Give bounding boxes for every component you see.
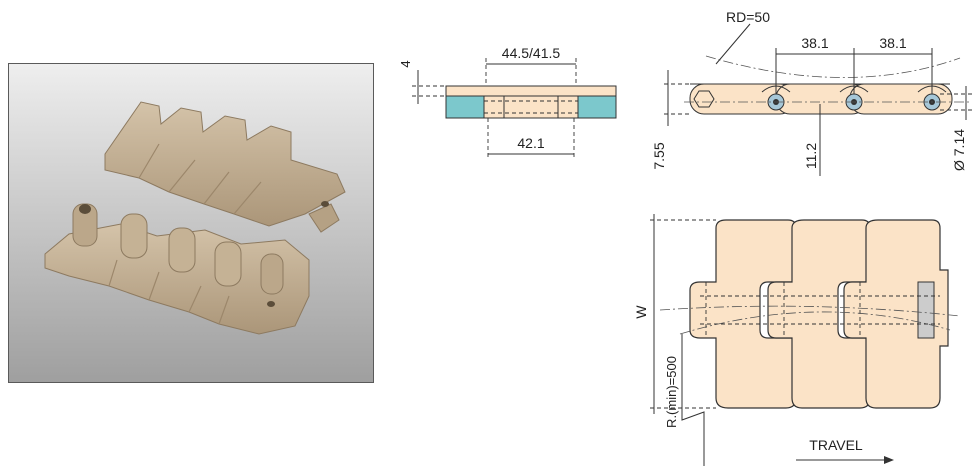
product-photo	[8, 63, 374, 383]
wear-strip-right	[577, 95, 617, 119]
dim-width-top: 44.5/41.5	[502, 45, 561, 61]
top-view: W R.(min)=500 TRAVEL	[633, 214, 961, 466]
dim-width-bottom: 42.1	[517, 135, 544, 151]
top-link-2	[767, 219, 871, 409]
dim-pin-diameter: Ø 7.14	[951, 129, 967, 171]
dim-top-thickness: 4	[398, 60, 413, 67]
dim-bend-radius: RD=50	[726, 9, 770, 25]
dim-total-height: 7.55	[651, 142, 667, 169]
chain-top-plates	[104, 101, 346, 233]
chain-bottom-hinges	[44, 203, 310, 335]
dim-width-w: W	[633, 305, 649, 319]
dim-pitch-right: 38.1	[879, 35, 906, 51]
top-link-1	[689, 219, 797, 409]
dim-pitch-left: 38.1	[801, 35, 828, 51]
dim-side-radius: R.(min)=500	[664, 356, 679, 428]
travel-direction-label: TRAVEL	[809, 437, 863, 453]
dim-pin-height: 11.2	[803, 143, 819, 169]
link-view: RD=50 38.1 38.1 7.55 11.2	[651, 9, 972, 176]
top-link-3	[843, 219, 949, 409]
end-insert	[917, 281, 935, 339]
side-view: 4 44.5/41.5 42.1	[398, 45, 617, 158]
wear-strip-left	[445, 95, 485, 119]
